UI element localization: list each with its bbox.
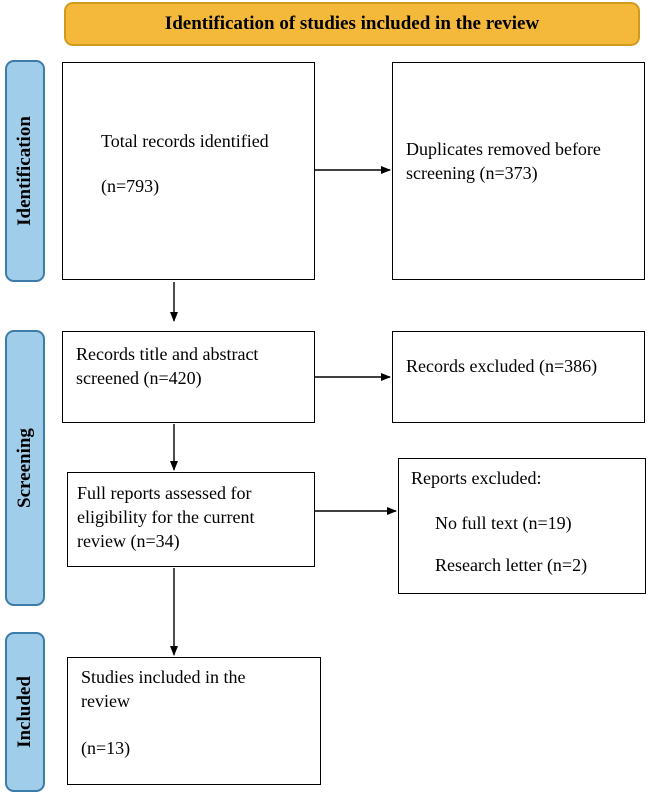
reports-excluded-title: Reports excluded: xyxy=(411,468,542,488)
reports-excluded-item: No full text (n=19) xyxy=(435,513,572,533)
duplicates-removed-box: Duplicates removed before screening (n=3… xyxy=(392,62,645,280)
studies-included-label: Studies included in the review xyxy=(81,667,246,711)
reports-excluded-box: Reports excluded: No full text (n=19) Re… xyxy=(398,458,646,594)
diagram-title: Identification of studies included in th… xyxy=(164,13,540,34)
records-excluded-box: Records excluded (n=386) xyxy=(392,331,645,423)
stage-identification: Identification xyxy=(5,60,45,282)
total-records-label: Total records identified xyxy=(101,131,269,151)
records-excluded-label: Records excluded (n=386) xyxy=(406,356,598,376)
studies-included-count: (n=13) xyxy=(81,738,131,758)
full-reports-box: Full reports assessed for eligibility fo… xyxy=(67,472,315,567)
reports-excluded-item: Research letter (n=2) xyxy=(435,555,588,575)
diagram-title-banner: Identification of studies included in th… xyxy=(64,2,640,46)
total-records-count: (n=793) xyxy=(101,176,160,196)
records-screened-label: Records title and abstract screened (n=4… xyxy=(76,344,259,388)
full-reports-label: Full reports assessed for eligibility fo… xyxy=(77,483,255,551)
stage-included: Included xyxy=(5,632,45,792)
duplicates-removed-label: Duplicates removed before screening (n=3… xyxy=(406,139,601,183)
studies-included-box: Studies included in the review (n=13) xyxy=(67,657,321,785)
stage-screening: Screening xyxy=(5,330,45,606)
records-screened-box: Records title and abstract screened (n=4… xyxy=(62,331,315,423)
total-records-box: Total records identified (n=793) xyxy=(62,62,315,280)
